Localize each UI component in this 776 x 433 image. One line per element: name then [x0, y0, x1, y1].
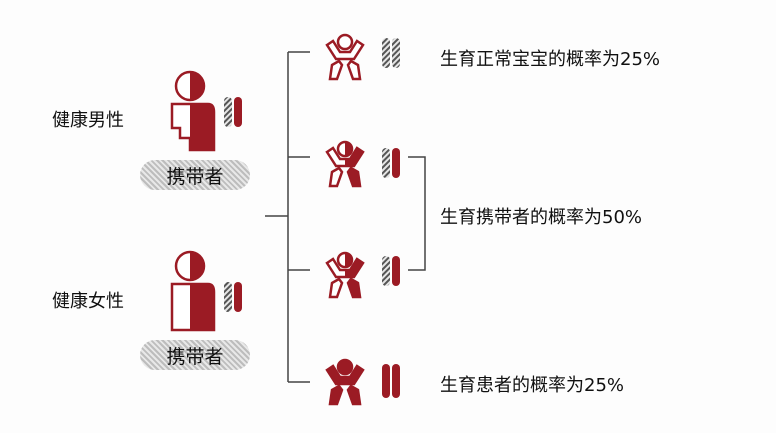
outcome-affected-text: 生育患者的概率为25% [440, 375, 625, 396]
outcome-carrier-text: 生育携带者的概率为50% [440, 207, 643, 228]
male-parent-label: 健康男性 [52, 110, 124, 131]
baby-carrier-icon [325, 140, 365, 188]
female-carrier-badge: 携带者 [140, 340, 250, 370]
tree-connector [265, 51, 426, 383]
carrier-bracket [408, 156, 426, 271]
baby-normal-chromosomes [382, 38, 400, 68]
baby-affected-icon [325, 358, 365, 406]
baby-carrier-chromosomes [382, 256, 400, 286]
male-chromosome-icon [224, 97, 242, 127]
female-figure-icon [170, 250, 216, 332]
female-parent-label: 健康女性 [52, 291, 124, 312]
baby-carrier-icon [325, 251, 365, 299]
baby-affected-chromosomes [382, 364, 400, 398]
female-chromosome-icon [224, 282, 242, 312]
outcome-normal-text: 生育正常宝宝的概率为25% [440, 49, 661, 70]
male-figure-icon [170, 70, 216, 152]
male-carrier-badge: 携带者 [140, 160, 250, 190]
baby-normal-icon [325, 33, 365, 81]
baby-carrier-chromosomes [382, 148, 400, 178]
